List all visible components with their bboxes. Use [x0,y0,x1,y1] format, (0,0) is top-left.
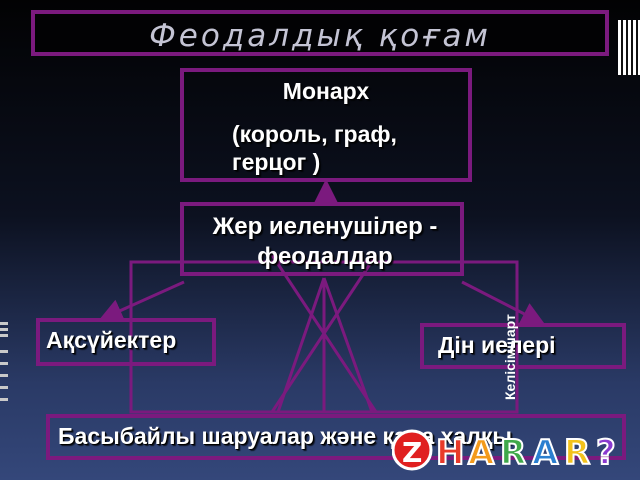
landowners-box: Жер иеленушілер - феодалдар [180,202,464,276]
svg-text:A: A [468,433,495,472]
arrow-to-clergy [461,280,546,325]
zharar-watermark-logo: Z H A R A R ? [392,429,617,472]
svg-text:R: R [500,433,526,472]
contract-label: Келісімшарт [502,314,518,400]
page-title: Феодалдық қоғам [149,18,491,54]
cross-line-4 [322,277,374,413]
svg-text:A: A [532,433,559,472]
clergy-label: Дін иелері [438,332,556,358]
clergy-box: Дін иелері [420,323,626,369]
svg-text:R: R [564,433,590,472]
landowners-label: Жер иеленушілер - феодалдар [212,213,438,270]
svg-text:?: ? [596,433,616,472]
peasants-box: Басыбайлы шаруалар және қала халқы [46,414,626,460]
cross-line-3 [276,277,326,413]
right-edge-decoration [618,20,640,75]
aristocrats-label: Ақсүйектер [46,327,177,353]
arrow-to-aristocrats [98,280,185,322]
svg-text:H: H [436,433,464,472]
aristocrats-box: Ақсүйектер [36,318,216,366]
monarch-label: Монарх [282,78,370,104]
title-box: Феодалдық қоғам [31,10,609,56]
peasants-label: Басыбайлы шаруалар және қала халқы [58,423,512,449]
monarch-box: Монарх (король, граф, герцог ) [180,68,472,182]
monarch-subtitle: (король, граф, герцог ) [232,121,397,175]
svg-text:Z: Z [402,436,422,469]
